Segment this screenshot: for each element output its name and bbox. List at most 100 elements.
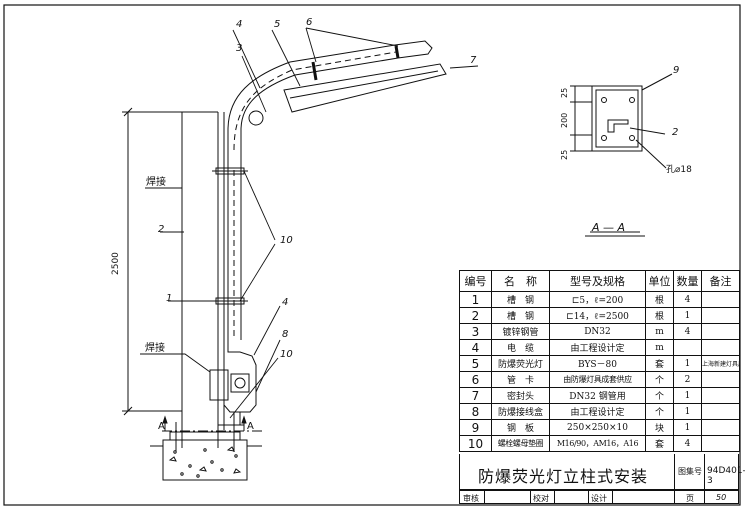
callout-7: 7	[470, 55, 477, 66]
callout-10-top: 10	[280, 235, 293, 246]
cell-spec: 250×250×10	[549, 419, 646, 436]
height-dimension-label: 2500	[111, 252, 121, 275]
table-row: 3 镀锌钢管 DN32 m 4	[459, 323, 740, 340]
drawing-title: 防爆荧光灯立柱式安装	[478, 467, 649, 486]
cell-qty	[673, 339, 702, 356]
cell-spec: 由防爆灯具成套供应	[549, 371, 646, 388]
callout-4-lower: 4	[282, 297, 289, 308]
concrete-foundation	[150, 439, 262, 481]
table-row: 5 防爆荧光灯 BYS－80 套 1 上海新建灯具厂	[459, 355, 740, 372]
leader-lines	[140, 27, 479, 419]
cell-unit: 根	[645, 307, 674, 324]
cell-note	[701, 323, 740, 340]
cell-qty: 1	[673, 387, 702, 404]
callout-2-section: 2	[672, 127, 679, 138]
cell-spec: DN32	[549, 323, 646, 340]
cell-note	[701, 387, 740, 404]
cell-name: 电 缆	[491, 339, 550, 356]
cell-no: 10	[459, 435, 492, 452]
hole-label: 孔⌀18	[666, 165, 692, 175]
callout-6: 6	[306, 17, 313, 28]
cell-no: 8	[459, 403, 492, 420]
cell-unit: 套	[645, 355, 674, 372]
cell-qty: 4	[673, 323, 702, 340]
explosion-proof-lamp	[283, 45, 447, 113]
header-note: 备注	[701, 270, 740, 292]
weld-label-bottom: 焊接	[145, 343, 165, 354]
table-row: 7 密封头 DN32 钢管用 个 1	[459, 387, 740, 404]
section-plate-detail	[570, 73, 673, 237]
cell-unit: m	[645, 323, 674, 340]
page-no: 50	[716, 493, 727, 502]
cell-spec: DN32 钢管用	[549, 387, 646, 404]
header-unit: 单位	[645, 270, 674, 292]
cell-unit: 个	[645, 387, 674, 404]
section-title: A — A	[592, 221, 626, 234]
cell-qty: 1	[673, 419, 702, 436]
cell-no: 9	[459, 419, 492, 436]
cell-no: 5	[459, 355, 492, 372]
header-no: 编号	[459, 270, 492, 292]
cell-qty: 1	[673, 355, 702, 372]
plate-dim-bot: 25	[560, 149, 569, 160]
section-arrow-right: A	[247, 421, 254, 432]
section-cut-line	[162, 415, 262, 432]
weld-label-top: 焊接	[146, 177, 166, 188]
callout-9: 9	[673, 65, 680, 76]
cell-spec: 由工程设计定	[549, 403, 646, 420]
table-row: 2 槽 钢 ⊏14，ℓ=2500 根 1	[459, 307, 740, 324]
set-no-value: 94D401-3	[707, 466, 745, 486]
cell-spec: 由工程设计定	[549, 339, 646, 356]
sign-design-label: 设计	[591, 494, 607, 503]
plate-dim-top: 25	[560, 87, 569, 98]
cell-note	[701, 307, 740, 324]
cell-qty: 4	[673, 435, 702, 452]
cell-unit: 根	[645, 291, 674, 308]
table-row: 8 防爆接线盒 由工程设计定 个 1	[459, 403, 740, 420]
junction-box	[209, 340, 257, 426]
cell-note	[701, 339, 740, 356]
steel-pipe	[227, 40, 433, 340]
plate-dim-mid: 200	[560, 112, 569, 128]
cell-spec: ⊏5，ℓ=200	[549, 291, 646, 308]
height-dimension	[122, 107, 182, 416]
table-row: 4 电 缆 由工程设计定 m	[459, 339, 740, 356]
cell-no: 7	[459, 387, 492, 404]
table-header-row: 编号 名 称 型号及规格 单位 数量 备注	[459, 270, 740, 292]
header-name: 名 称	[491, 270, 550, 292]
clamp-round	[248, 110, 264, 126]
cell-no: 1	[459, 291, 492, 308]
cell-name: 防爆接线盒	[491, 403, 550, 420]
base-plate	[169, 422, 241, 452]
cell-name: 钢 板	[491, 419, 550, 436]
cell-name: 槽 钢	[491, 307, 550, 324]
cell-no: 3	[459, 323, 492, 340]
sheet-border	[3, 4, 741, 506]
cell-no: 2	[459, 307, 492, 324]
callout-1: 1	[166, 293, 173, 304]
cell-note: 上海新建灯具厂	[701, 355, 740, 372]
table-row: 6 管 卡 由防爆灯具成套供应 个 2	[459, 371, 740, 388]
pipe-clamps	[212, 167, 248, 305]
cell-note	[701, 403, 740, 420]
cell-note	[701, 371, 740, 388]
sign-review-label: 审核	[463, 494, 479, 503]
callout-8: 8	[282, 329, 289, 340]
cell-no: 4	[459, 339, 492, 356]
cell-name: 镀锌钢管	[491, 323, 550, 340]
sign-check-label: 校对	[533, 494, 549, 503]
cell-name: 螺栓螺母垫圈	[491, 435, 550, 452]
cell-unit: 个	[645, 371, 674, 388]
cell-note	[701, 435, 740, 452]
callout-2-main: 2	[158, 224, 165, 235]
table-row: 1 槽 钢 ⊏5，ℓ=200 根 4	[459, 291, 740, 308]
cell-spec: ⊏14，ℓ=2500	[549, 307, 646, 324]
cell-unit: 套	[645, 435, 674, 452]
cell-qty: 2	[673, 371, 702, 388]
cell-name: 防爆荧光灯	[491, 355, 550, 372]
cell-qty: 1	[673, 307, 702, 324]
cell-unit: 个	[645, 403, 674, 420]
header-spec: 型号及规格	[549, 270, 646, 292]
table-row: 9 钢 板 250×250×10 块 1	[459, 419, 740, 436]
